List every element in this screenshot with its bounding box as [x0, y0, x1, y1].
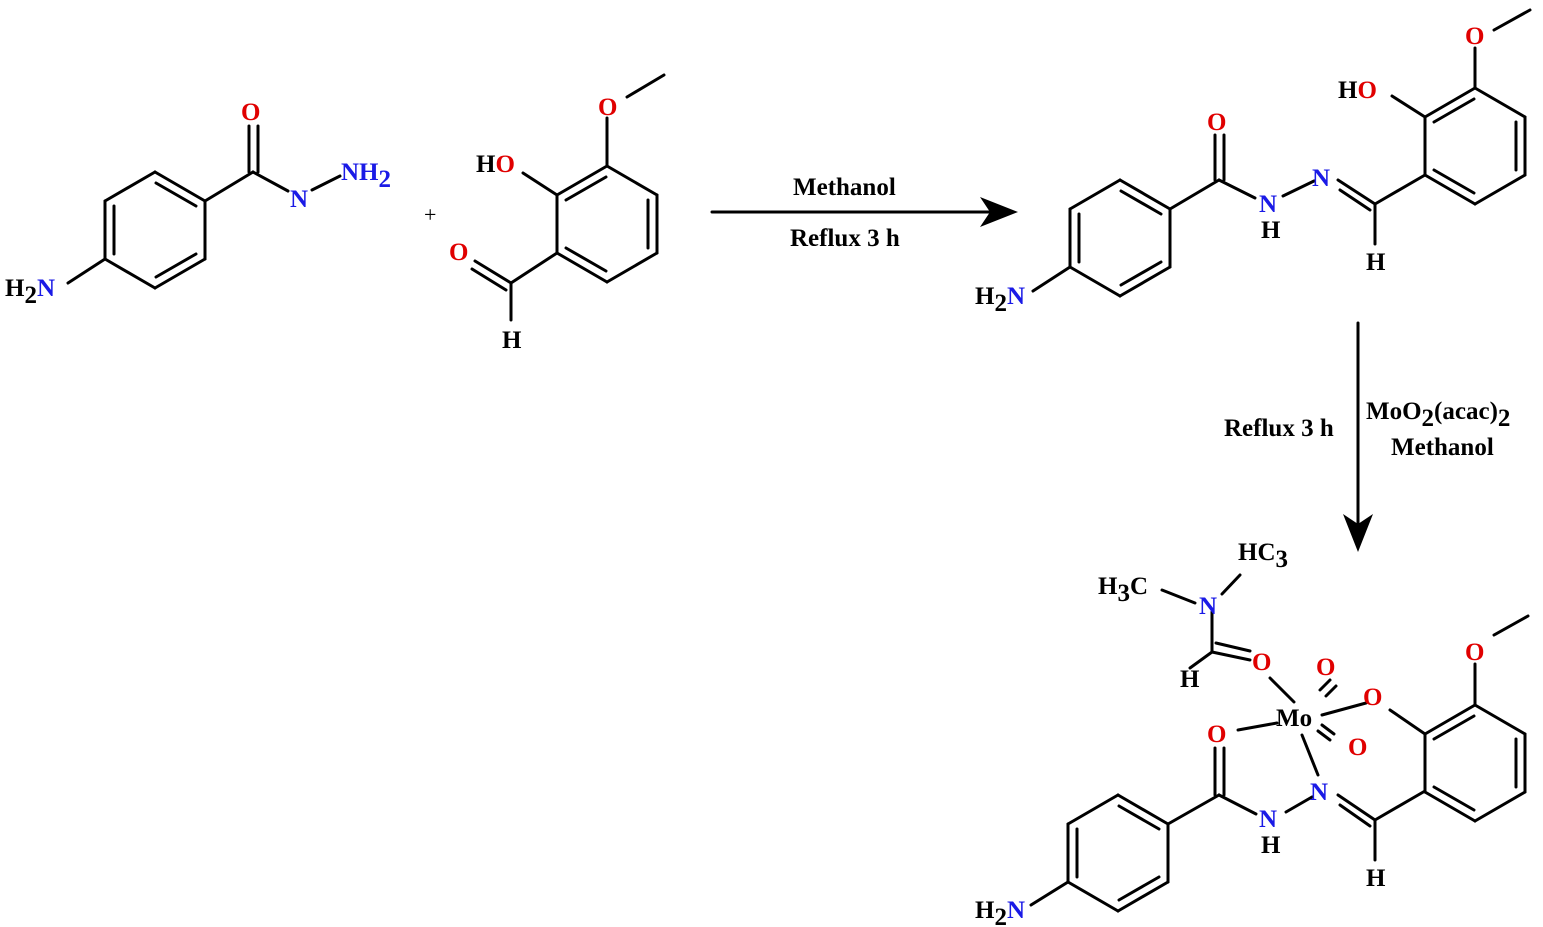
- atom-h2n: H2N: [975, 897, 1025, 927]
- step2-conditions: Reflux 3 h: [1224, 415, 1334, 442]
- atom-nitrogen: N: [290, 186, 308, 213]
- hydroxyl-h: H: [1338, 77, 1358, 104]
- h2n-h: H: [975, 283, 995, 310]
- product-molybdenum-complex: H3C HC3 N H O O O Mo O O N N H H O H2N: [975, 539, 1530, 927]
- h3c-subscript: 3: [1117, 580, 1130, 607]
- atom-oxygen-phenolate: O: [1363, 684, 1382, 711]
- reaction-arrow-step1: Methanol Reflux 3 h: [710, 174, 1018, 252]
- atom-oxygen-methoxy: O: [598, 94, 617, 121]
- reactant-aminobenzohydrazide: O N NH2 H2N: [5, 99, 391, 309]
- step1-conditions: Reflux 3 h: [790, 225, 900, 252]
- h2n-subscript: 2: [994, 290, 1007, 317]
- step2-reagent: MoO2(acac)2: [1366, 398, 1510, 432]
- hydroxyl-o: O: [1357, 77, 1376, 104]
- h2n-h: H: [5, 275, 25, 302]
- reagent-sub1: 2: [1422, 405, 1435, 432]
- atom-nh2: NH2: [341, 159, 391, 193]
- product-hydrazone-ligand: O N H N H HO O H2N: [975, 8, 1532, 317]
- h2n-subscript: 2: [994, 904, 1007, 927]
- nh2-main: NH: [341, 159, 379, 186]
- atom-nitrogen-imine: N: [1312, 165, 1330, 192]
- atom-hydrogen-aldehyde: H: [502, 327, 522, 354]
- atom-nitrogen-amide: N: [1259, 191, 1277, 218]
- atom-hydroxyl: HO: [476, 151, 515, 178]
- plus-sign: +: [424, 202, 436, 227]
- h3c-h: H: [1098, 573, 1118, 600]
- atom-oxygen: O: [241, 99, 260, 126]
- h2n-n: N: [1007, 897, 1025, 924]
- atom-oxygen-oxo1: O: [1316, 654, 1335, 681]
- atom-oxygen-methoxy: O: [1465, 639, 1484, 666]
- h3c-c: C: [1130, 573, 1148, 600]
- hc3-hc: HC: [1238, 539, 1276, 566]
- atom-oxygen-carbonyl: O: [1207, 109, 1226, 136]
- atom-h2n: H2N: [975, 283, 1025, 317]
- atom-hydrogen-amide: H: [1261, 832, 1281, 859]
- reagent-acac: (acac): [1434, 398, 1498, 425]
- h2n-subscript: 2: [24, 282, 37, 309]
- atom-hydrogen-imine: H: [1366, 249, 1386, 276]
- reactant-o-vanillin: O HO O H: [449, 73, 666, 354]
- hc3-subscript: 3: [1276, 546, 1289, 573]
- atom-molybdenum: Mo: [1276, 705, 1312, 732]
- atom-oxygen-dmf: O: [1252, 649, 1271, 676]
- atom-hydrogen-dmf: H: [1180, 666, 1200, 693]
- atom-oxygen-amide: O: [1207, 721, 1226, 748]
- atom-oxygen-aldehyde: O: [449, 239, 468, 266]
- nh2-subscript: 2: [379, 166, 392, 193]
- atom-oxygen-oxo2: O: [1348, 734, 1367, 761]
- atom-nitrogen-amide: N: [1259, 806, 1277, 833]
- hydroxyl-h: H: [476, 151, 496, 178]
- reagent-moo: MoO: [1366, 398, 1422, 425]
- reagent-sub2: 2: [1498, 405, 1511, 432]
- atom-hydrogen-imine: H: [1366, 865, 1386, 892]
- atom-hydroxyl: HO: [1338, 77, 1377, 104]
- atom-h3c: H3C: [1098, 573, 1148, 607]
- step1-reagent: Methanol: [793, 174, 896, 201]
- h2n-n: N: [37, 275, 55, 302]
- step2-solvent: Methanol: [1391, 434, 1494, 461]
- atom-nitrogen-dmf: N: [1199, 593, 1217, 620]
- h2n-h: H: [975, 897, 995, 924]
- atom-oxygen-methoxy: O: [1465, 23, 1484, 50]
- hydroxyl-o: O: [495, 151, 514, 178]
- atom-hc3: HC3: [1238, 539, 1288, 573]
- atom-hydrogen-amide: H: [1261, 217, 1281, 244]
- atom-nitrogen-imine: N: [1310, 779, 1328, 806]
- reaction-arrow-step2: Reflux 3 h MoO2(acac)2 Methanol: [1224, 321, 1510, 552]
- h2n-n: N: [1007, 283, 1025, 310]
- atom-h2n: H2N: [5, 275, 55, 309]
